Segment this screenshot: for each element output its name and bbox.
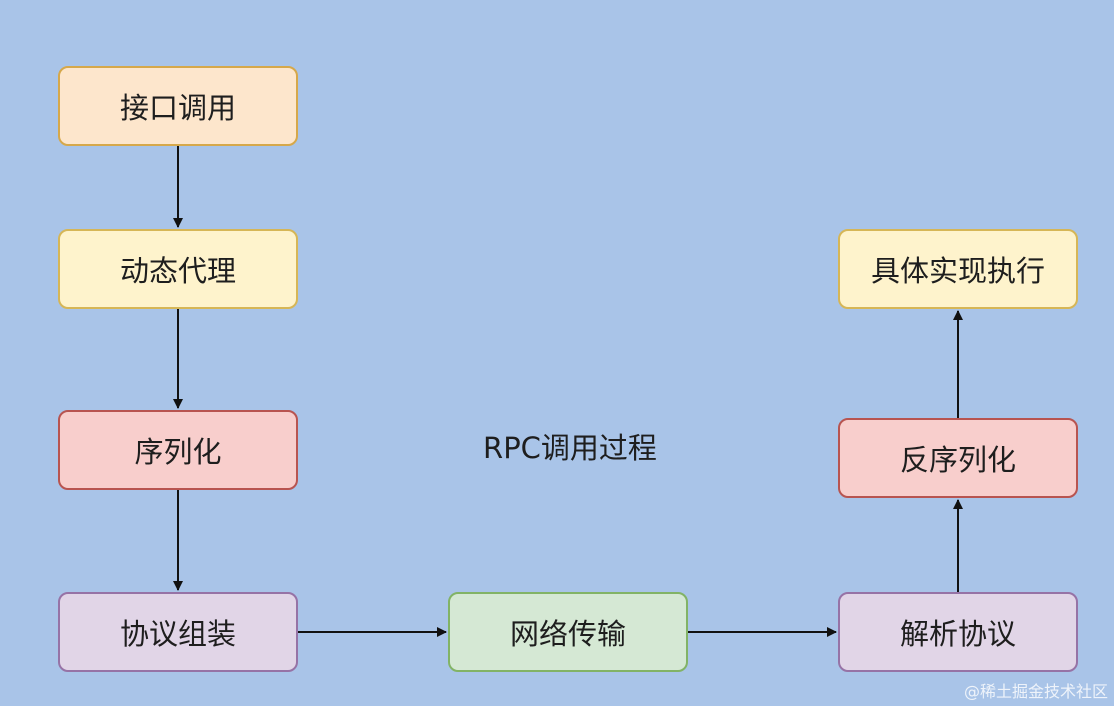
node-network-transfer: 网络传输 <box>448 592 688 672</box>
watermark: @稀土掘金技术社区 <box>963 682 1108 701</box>
diagram-title: RPC调用过程 <box>483 431 657 465</box>
node-serialize: 序列化 <box>58 410 298 490</box>
node-parse-protocol: 解析协议 <box>838 592 1078 672</box>
node-concrete-execution: 具体实现执行 <box>838 229 1078 309</box>
node-protocol-assemble: 协议组装 <box>58 592 298 672</box>
node-interface-call: 接口调用 <box>58 66 298 146</box>
node-deserialize: 反序列化 <box>838 418 1078 498</box>
node-dynamic-proxy: 动态代理 <box>58 229 298 309</box>
